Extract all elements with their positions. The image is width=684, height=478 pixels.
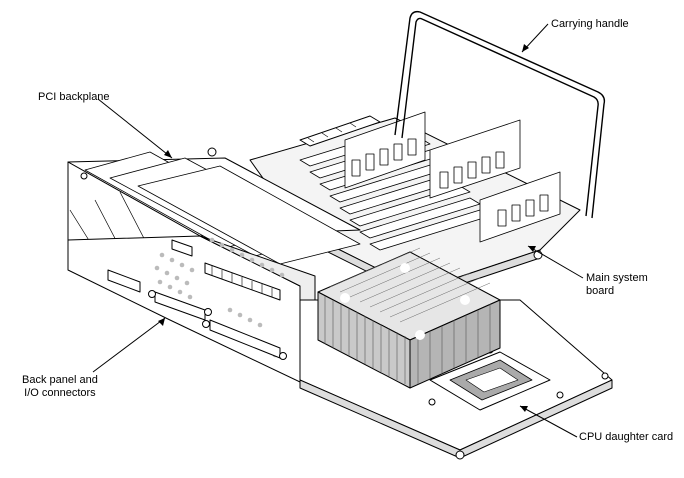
main-system-board-label: Main system board [586, 272, 648, 298]
back-panel-line1: Back panel and [22, 374, 98, 386]
main-board-line1: Main system [586, 272, 648, 284]
leader-lines [92, 23, 584, 438]
pci-backplane-text: PCI backplane [38, 91, 110, 103]
carrying-handle [394, 10, 606, 219]
heat-sink [317, 247, 501, 389]
back-panel-line2: I/O connectors [24, 387, 96, 399]
carrying-handle-text: Carrying handle [551, 18, 629, 30]
carrying-handle-label: Carrying handle [551, 18, 629, 31]
cpu-daughter-card-text: CPU daughter card [579, 431, 674, 443]
back-panel [67, 235, 316, 383]
main-board-line2: board [586, 285, 615, 297]
leader-arrowheads [158, 44, 536, 412]
main-system-board [249, 111, 581, 299]
pci-backplane-label: PCI backplane [38, 91, 110, 104]
pci-backplane [67, 147, 361, 301]
back-panel-label: Back panel and I/O connectors [22, 374, 98, 400]
cpu-daughter-card-label: CPU daughter card [579, 431, 673, 444]
